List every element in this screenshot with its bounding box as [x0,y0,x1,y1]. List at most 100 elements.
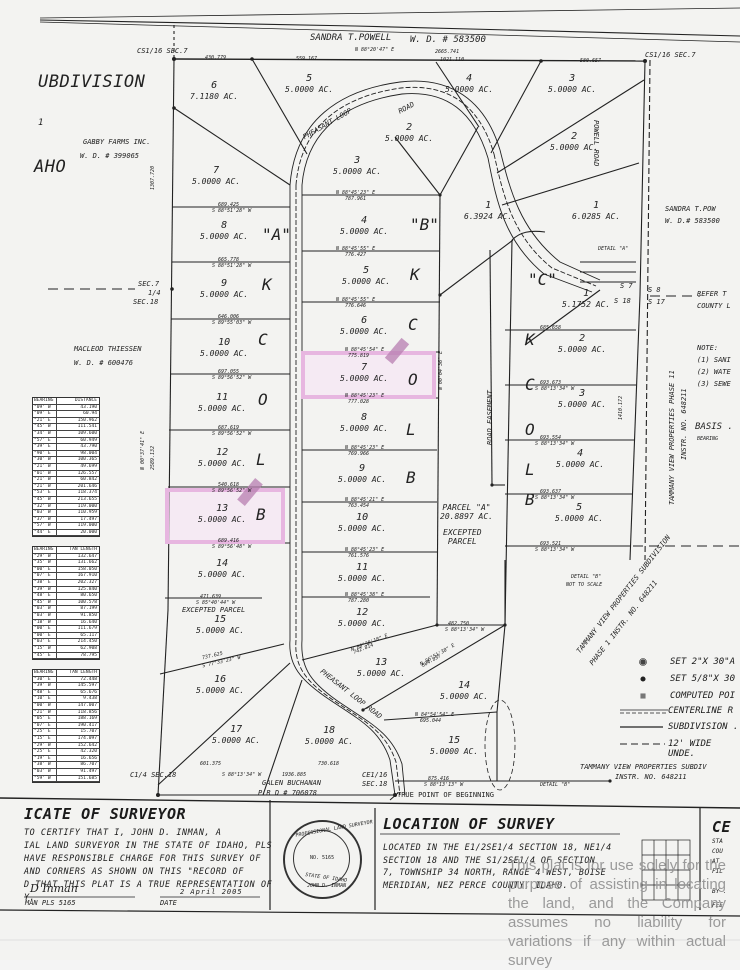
note-1: (1) SANI [697,356,731,364]
bearing-a12: S 89°56'52" W [212,488,252,494]
basis-bearing-label: BEARING [697,436,719,442]
table-cell: 109.600 [77,430,97,436]
table-cell: 49.699 [80,463,97,469]
table-cell: 145.597 [77,683,97,689]
location-line: MERIDIAN, NEZ PERCE COUNTY, IDAHO. [383,879,569,890]
block-c-letter-c: "C" [528,270,557,289]
distance-lower-7: 471.639 [200,594,222,600]
seal-name: JOHN D. INMAN [307,883,347,889]
table-cell: 167.910 [77,573,97,579]
north-seg3: 1021.110 [440,57,465,63]
table-cell: °30' E [33,676,58,683]
table-cell: 86.707 [80,762,97,768]
table-cell: °03' W [33,612,58,619]
bearing-b9: N 88°45'23" E [345,445,385,451]
seal-number: NO. 5165 [310,855,335,861]
block-b-letter-b: "B" [410,215,439,234]
table-cell: °30' W [33,457,58,463]
bearing-a10: S 89°56'52" W [212,375,252,381]
table-cell: 43.190 [80,404,97,410]
distance-c5: 693.521 [540,541,562,547]
table-cell: 201.646 [77,483,97,489]
true-point-of-beginning: TRUE POINT OF BEGINNING [397,791,494,799]
east-owner: SANDRA T.POW [665,205,716,213]
block-c-letter-b: B [525,490,535,509]
table-header-cell: DISTANCE [74,398,97,403]
north-bearing: N 88°20'47" E [355,47,395,53]
table-cell: °00' E [33,632,58,639]
surveyor-seal: PROFESSIONAL LAND SURVEYOR NO. 5165 STAT… [283,819,373,899]
note-3: (3) SEWE [697,380,731,388]
block-b-letter-o: O [408,370,418,389]
table-cell: 87.199 [80,606,97,612]
corner-nw: CS1/16 SEC.7 [137,47,188,55]
table-cell: °38' E [33,579,58,586]
distance-b6: 776.646 [345,303,367,309]
corner-se-2: SEC.18 [362,780,388,788]
table-cell: °90' E [33,450,58,457]
table-cell: 150.962 [77,417,97,423]
table-cell: °57' E [33,437,58,444]
table-cell: °00' E [33,566,58,573]
block-c-letter-l: L [525,460,535,479]
distance-b7: 775.819 [348,353,370,359]
corner-ne: CS1/16 SEC.7 [645,51,696,59]
legend-set-rebar: SET 5/8"X 30 [670,674,736,684]
highlight-block-b-lot-7 [301,351,436,399]
south-owner: GALEN BUCHANAN [262,779,322,787]
table-cell: 65.117 [80,632,97,638]
table-cell: °34' W [33,430,58,437]
table-cell: °15' E [33,735,58,742]
note-2: (2) WATE [697,368,731,376]
table-cell: 15.707 [80,729,97,735]
certificate-line: AND CORNERS AS SHOWN ON THIS "RECORD OF [24,866,245,876]
bearing-west: N 00°37'41" E [140,430,146,470]
table-cell: 9.438 [83,696,97,702]
bearing-a8: S 88°51'28" W [212,263,252,269]
table-cell: 43.790 [80,444,97,450]
seal-inner-ring [293,830,350,887]
certificate-body: TO CERTIFY THAT I, JOHN D. INMAN, A IAL … [24,826,272,904]
corner-sec18: SEC.18 [133,298,159,306]
distance-a7: 689.425 [218,202,240,208]
table-cell: 42.320 [80,749,97,755]
table-cell: 111.679 [77,626,97,632]
recorder-certificate: CE STA COU AT FIL BY . FEE [712,818,731,909]
south-bearing: S 88°13'34" W [222,772,262,778]
location-line: 7, TOWNSHIP 34 NORTH, RANGE 4 WEST, BOIS… [383,867,607,877]
bearing-c4: S 88°13'34" W [535,495,575,501]
detail-a-label: DETAIL "A" [598,246,629,252]
recorder-line: FEE [712,902,723,909]
table-cell: °00' E [33,626,58,632]
table-cell: °05' E [33,716,58,722]
surveyor-name: MAN PLS 5165 [25,899,76,907]
distance-b12: 787.280 [348,598,370,604]
table-cell: 80.650 [80,593,97,599]
certificate-line: TO CERTIFY THAT I, JOHN D. INMAN, A [24,827,222,837]
refer-note-1: REFER T [697,290,727,298]
block-b-letter-c: C [408,315,418,334]
location-line: SECTION 18 AND THE S1/2SE1/4 OF SECTION [383,854,596,865]
table-cell: 60.842 [80,477,97,483]
recorder-line: FIL [712,868,723,875]
